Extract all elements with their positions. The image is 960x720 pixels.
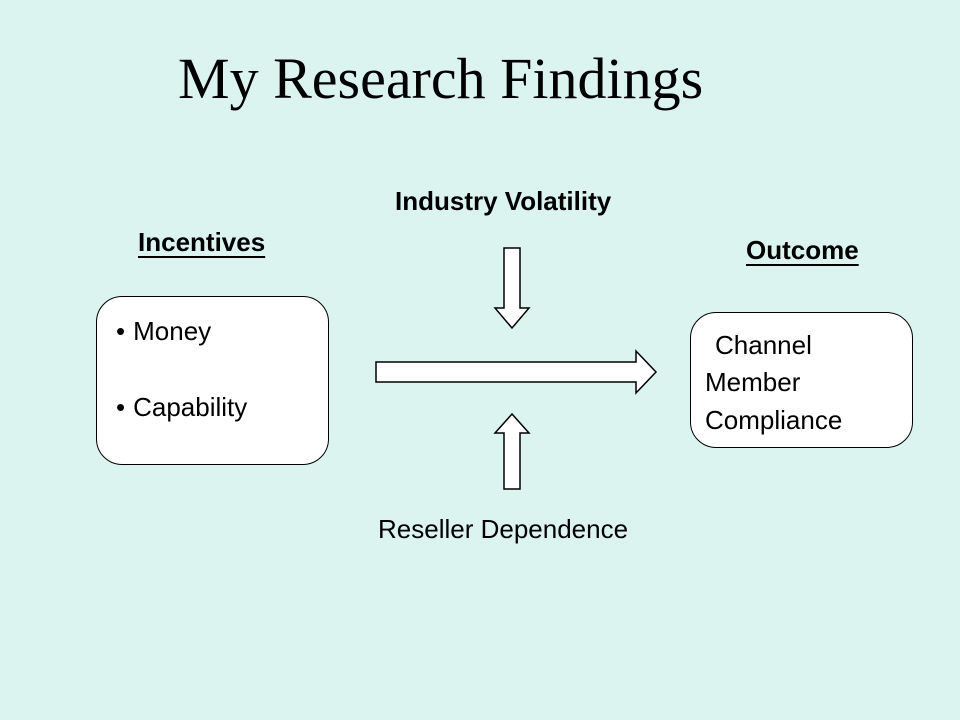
incentive-item-money: Money [116,316,211,346]
reseller-dependence-label: Reseller Dependence [378,514,629,544]
incentive-item-capability: Capability [116,392,247,422]
down-arrow-from-volatility [493,247,531,330]
up-arrow-from-dependence [493,412,531,490]
incentives-heading: Incentives [138,227,266,257]
right-arrow-to-outcome [375,349,658,395]
industry-volatility-label: Industry Volatility [395,186,612,216]
slide-title: My Research Findings [178,46,704,111]
outcome-line-member: Member [705,367,801,397]
outcome-heading: Outcome [746,235,859,265]
outcome-box: Channel Member Compliance [690,312,913,448]
incentives-box: Money Capability [96,296,329,465]
outcome-line-channel: Channel [715,330,812,360]
outcome-line-compliance: Compliance [705,405,843,435]
